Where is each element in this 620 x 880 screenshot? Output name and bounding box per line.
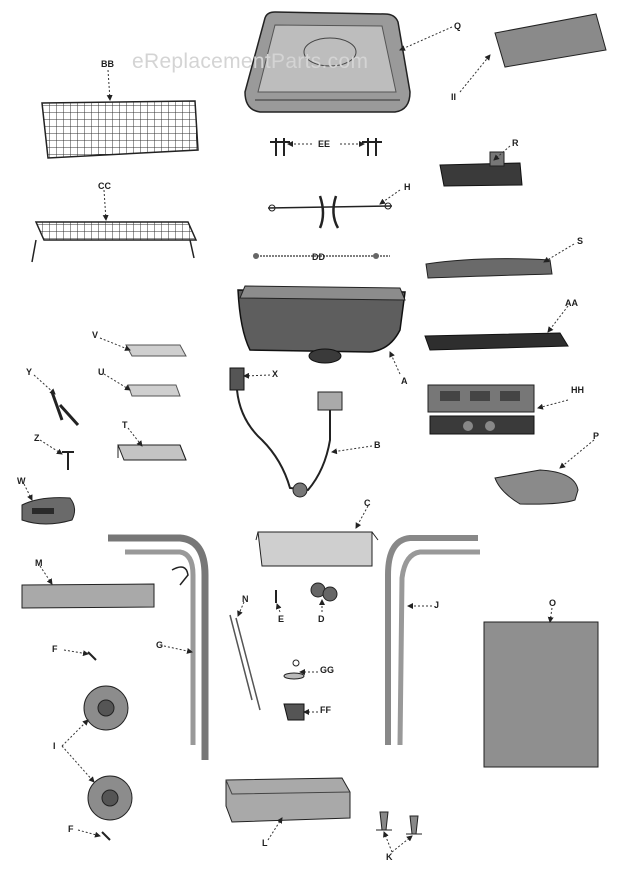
part-bracket-ee [270,138,382,156]
label-c: C [364,498,371,508]
part-lid-q [244,11,411,113]
label-aa: AA [565,298,578,308]
part-leg-j [385,535,480,746]
label-y: Y [26,367,33,377]
part-small-y [50,391,80,427]
label-d: D [318,614,325,624]
label-o: O [549,598,557,608]
label-u: U [98,367,105,377]
part-wheel-i-bottom [87,775,133,821]
label-m: M [35,558,43,568]
part-leg-g [108,534,209,760]
label-ff: FF [320,705,331,715]
label-v: V [92,330,99,340]
part-feet-k [376,811,422,835]
label-r: R [512,138,519,148]
label-cc: CC [98,181,111,191]
part-control-panel-hh [427,384,535,435]
label-bb: BB [101,59,114,69]
part-bracket-ff [283,703,305,721]
part-bracket-r [439,151,523,187]
label-p: P [593,431,600,441]
label-e: E [278,614,285,624]
label-z: Z [34,433,40,443]
part-heat-plate-aa [424,332,569,351]
label-hh: HH [571,385,584,395]
part-burner-s [425,258,553,279]
part-rod-n [229,614,261,711]
label-ee: EE [318,139,331,149]
part-grate-bb [41,100,199,159]
part-front-panel-c [255,531,379,567]
label-b: B [374,440,381,450]
part-tray-l [225,777,351,823]
part-knob-panel-w [21,497,76,525]
label-a: A [401,376,408,386]
label-q: Q [454,21,462,31]
part-small-z [62,451,74,470]
part-knobs-d [310,582,338,602]
label-n: N [242,594,249,604]
part-shelf-ii [494,13,607,68]
part-screw-f2 [101,831,111,841]
part-hinge-h [267,195,393,229]
label-ii: II [451,92,457,102]
label-dd: DD [312,252,325,262]
label-gg: GG [320,665,335,675]
label-t: T [122,420,128,430]
label-w: W [17,476,26,486]
label-f-top: F [52,644,58,654]
part-hose-b [229,367,343,498]
part-screw-f1 [87,651,97,661]
label-h: H [404,182,411,192]
leader-lines [23,26,595,853]
label-l: L [262,838,268,848]
label-f-bottom: F [68,824,74,834]
part-door-o [483,621,599,768]
label-g: G [156,640,164,650]
label-j: J [434,600,440,610]
part-firebox-a [237,285,406,364]
part-side-shelf-p [494,469,579,505]
part-wheel-i-top [83,685,129,731]
part-rod-dd [253,253,390,259]
label-k: K [386,852,393,862]
label-i: I [53,741,56,751]
part-plate-v [125,344,187,357]
watermark: eReplacementParts.com [132,50,369,73]
part-small-gg [283,659,305,680]
part-small-u [127,384,181,397]
part-bar-m [21,583,155,609]
part-bracket-t [117,444,187,461]
label-x: X [272,369,279,379]
label-s: S [577,236,584,246]
part-grate-cc [31,221,198,263]
